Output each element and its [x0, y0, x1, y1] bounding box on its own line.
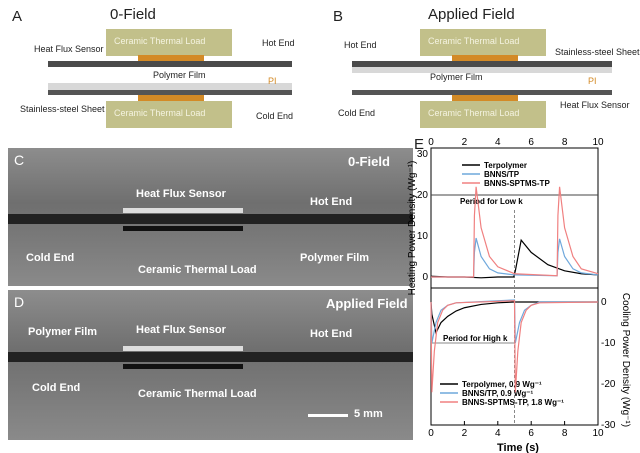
- label-heat-flux-sensor: Heat Flux Sensor: [136, 324, 226, 336]
- polymer-film: [48, 83, 292, 90]
- bottom-legend-entry: BNNS/TP, 0.9 Wg⁻¹: [462, 389, 534, 398]
- bottom-y-tick-label: -30: [601, 420, 616, 431]
- label-hot-end: Hot End: [310, 328, 353, 340]
- bottom-legend-entry: Terpolymer, 0.9 Wg⁻¹: [462, 380, 542, 389]
- film-stack: [8, 214, 413, 224]
- heat-flux-sensor-top: [452, 55, 518, 62]
- label-stainless-steel: Stainless-steel Sheet: [20, 104, 105, 114]
- panel-d-title: Applied Field: [326, 296, 408, 311]
- period-high-k-label: Period for High k: [443, 334, 508, 343]
- bottom-legend-entry: BNNS-SPTMS-TP, 1.8 Wg⁻¹: [462, 398, 564, 407]
- steel-sheet-top: [48, 61, 292, 67]
- panel-b-letter: B: [333, 8, 344, 25]
- top-series-line: [431, 186, 599, 278]
- label-ceramic: Ceramic Thermal Load: [138, 264, 257, 276]
- sensor-top: [123, 208, 243, 213]
- label-heat-flux-sensor: Heat Flux Sensor: [136, 188, 226, 200]
- x-tick-label-top: 4: [495, 137, 501, 148]
- label-cold-end: Cold End: [26, 252, 75, 264]
- top-y-tick-label: 0: [422, 272, 428, 283]
- top-y-tick-label: 20: [417, 190, 429, 201]
- label-hot-end: Hot End: [310, 196, 353, 208]
- steel-sheet-bottom: [352, 90, 612, 95]
- sensor-bottom: [123, 226, 243, 231]
- x-tick-label-bottom: 4: [495, 428, 501, 439]
- heat-flux-sensor-bottom: [452, 95, 518, 102]
- panel-c-letter: C: [14, 152, 25, 168]
- ceramic-load-top: Ceramic Thermal Load: [420, 29, 546, 56]
- bottom-y-tick-label: -20: [601, 379, 616, 390]
- bottom-ylabel: Cooling Power Density (Wg⁻¹): [620, 293, 631, 427]
- heat-flux-sensor-bottom: [138, 95, 204, 102]
- x-tick-label-top: 2: [462, 137, 468, 148]
- panel-e-letter: E: [414, 136, 425, 153]
- panel-d-photo: D Applied Field Polymer Film Heat Flux S…: [8, 290, 413, 440]
- ceramic-load-bottom: Ceramic Thermal Load: [106, 101, 232, 128]
- label-heat-flux-sensor: Heat Flux Sensor: [560, 100, 630, 110]
- ceramic-load-top: Ceramic Thermal Load: [106, 29, 232, 56]
- top-legend-entry: BNNS/TP: [484, 170, 520, 179]
- bottom-y-tick-label: 0: [601, 297, 607, 308]
- bottom-series-line: [430, 300, 599, 393]
- scale-bar: [308, 414, 348, 417]
- x-tick-label-top: 6: [528, 137, 534, 148]
- scale-label: 5 mm: [354, 408, 383, 420]
- panel-c-title: 0-Field: [348, 154, 390, 169]
- top-ylabel: Heating Power Density (Wg⁻¹): [407, 161, 418, 296]
- label-hot-end: Hot End: [262, 38, 295, 48]
- x-tick-label-bottom: 2: [462, 428, 468, 439]
- x-axis-label: Time (s): [497, 442, 539, 453]
- label-polymer-film: Polymer Film: [300, 252, 370, 264]
- top-series-line: [431, 237, 599, 278]
- label-heat-flux-sensor: Heat Flux Sensor: [34, 44, 104, 54]
- label-polymer-film: Polymer Film: [153, 70, 206, 80]
- panel-a-letter: A: [12, 8, 23, 25]
- label-polymer-film: Polymer Film: [430, 72, 483, 82]
- top-legend-entry: BNNS-SPTMS-TP: [484, 179, 550, 188]
- steel-sheet-top: [352, 61, 612, 67]
- panel-d-letter: D: [14, 294, 25, 310]
- x-tick-label-bottom: 6: [528, 428, 534, 439]
- steel-sheet-bottom: [48, 90, 292, 95]
- sensor-top: [123, 346, 243, 351]
- x-tick-label-bottom: 8: [562, 428, 568, 439]
- bottom-y-tick-label: -10: [601, 338, 616, 349]
- heat-flux-sensor-top: [138, 55, 204, 62]
- panel-a-title: 0-Field: [110, 6, 156, 23]
- period-low-k-label: Period for Low k: [460, 197, 523, 206]
- x-tick-label-top: 10: [592, 137, 604, 148]
- top-y-tick-label: 30: [417, 149, 429, 160]
- x-tick-label-bottom: 10: [592, 428, 604, 439]
- ceramic-load-bottom: Ceramic Thermal Load: [420, 101, 546, 128]
- label-hot-end: Hot End: [344, 40, 377, 50]
- label-polymer-film: Polymer Film: [28, 326, 98, 338]
- label-ceramic: Ceramic Thermal Load: [138, 388, 257, 400]
- film-stack: [8, 352, 413, 362]
- label-stainless-steel: Stainless-steel Sheet: [555, 47, 640, 57]
- label-pi: PI: [268, 76, 277, 86]
- label-pi: PI: [588, 76, 597, 86]
- sensor-bottom: [123, 364, 243, 369]
- panel-c-photo: C 0-Field Heat Flux Sensor Hot End Cold …: [8, 148, 413, 286]
- top-y-tick-label: 10: [417, 231, 429, 242]
- panel-b-title: Applied Field: [428, 6, 515, 23]
- label-cold-end: Cold End: [256, 111, 294, 121]
- polymer-film: [352, 67, 612, 73]
- label-cold-end: Cold End: [338, 108, 376, 118]
- label-cold-end: Cold End: [32, 382, 81, 394]
- top-legend-entry: Terpolymer: [484, 161, 527, 170]
- x-tick-label-top: 8: [562, 137, 568, 148]
- x-tick-label-bottom: 0: [428, 428, 434, 439]
- x-tick-label-top: 0: [428, 137, 434, 148]
